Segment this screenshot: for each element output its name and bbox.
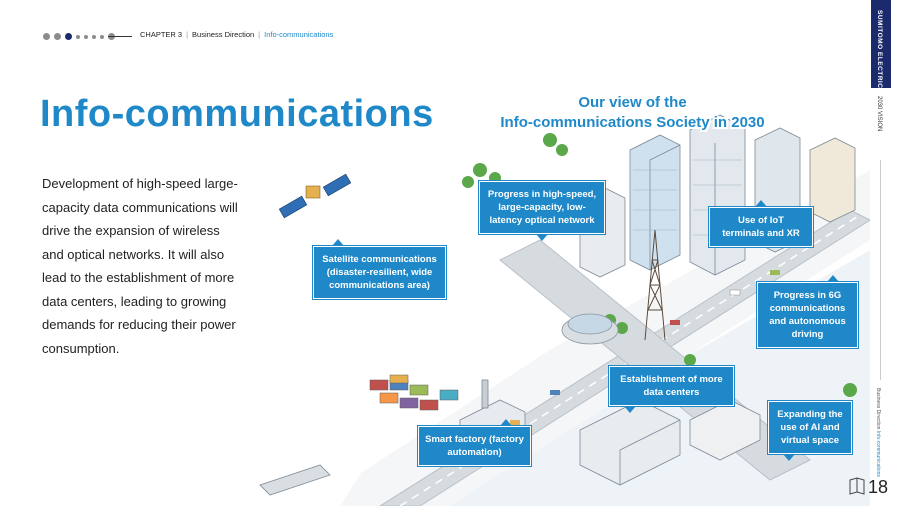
body-paragraph: Development of high-speed large-capacity… (42, 176, 238, 356)
breadcrumb-current: Info-communications (264, 30, 334, 39)
brand-logo-text: SUMITOMO ELECTRIC (876, 10, 883, 89)
callout-data-centers: Establishment of more data centers (609, 366, 734, 413)
breadcrumb: CHAPTER 3 | Business Direction | Info-co… (140, 30, 333, 39)
side-section-name: Business Direction (875, 388, 881, 430)
breadcrumb-section[interactable]: Business Direction (192, 30, 255, 39)
vehicles (510, 270, 780, 425)
data-center-buildings (579, 399, 761, 486)
callout-6g: Progress in 6G communications and autono… (757, 275, 858, 348)
breadcrumb-separator: | (258, 30, 261, 39)
breadcrumb-separator: | (186, 30, 189, 39)
progress-dot (92, 34, 96, 39)
progress-dot (54, 33, 61, 40)
cell-tower (644, 229, 666, 341)
progress-dot (100, 34, 104, 39)
callout-satellite: Satellite communications (disaster-resil… (313, 239, 446, 299)
subtitle-line-2: Info-communications Society in 2030 (500, 114, 765, 131)
callout-ai-virtual: Expanding the use of AI and virtual spac… (768, 401, 852, 461)
progress-dot (43, 33, 50, 40)
brand-strip (871, 0, 891, 88)
vision-label: 2030 VISION (876, 96, 882, 132)
illustration-subtitle: Our view of the Info-communications Soci… (470, 93, 795, 133)
book-icon (849, 477, 865, 495)
side-divider (880, 160, 881, 380)
callout-optical-network: Progress in high-speed, large-capacity, … (479, 181, 605, 241)
progress-dot-active (65, 33, 72, 40)
progress-dot (84, 34, 88, 39)
cruise-ship (259, 464, 331, 496)
satellite (278, 173, 352, 219)
callout-smart-factory: Smart factory (factory automation) (418, 419, 531, 466)
dome-roof (567, 313, 613, 335)
side-section-highlight: Info-communications (875, 430, 881, 477)
breadcrumb-rule (108, 36, 132, 37)
breadcrumb-chapter[interactable]: CHAPTER 3 (140, 30, 183, 39)
progress-dot (76, 34, 80, 39)
callout-iot-xr: Use of IoT terminals and XR (709, 200, 813, 247)
page-title: Info-communications (40, 93, 434, 135)
chapter-progress-dots (43, 33, 115, 40)
side-section-label: Business Direction Info-communications (875, 388, 881, 477)
port-containers (369, 374, 459, 411)
subtitle-line-1: Our view of the (578, 94, 687, 111)
page-number: 18 (868, 477, 889, 497)
